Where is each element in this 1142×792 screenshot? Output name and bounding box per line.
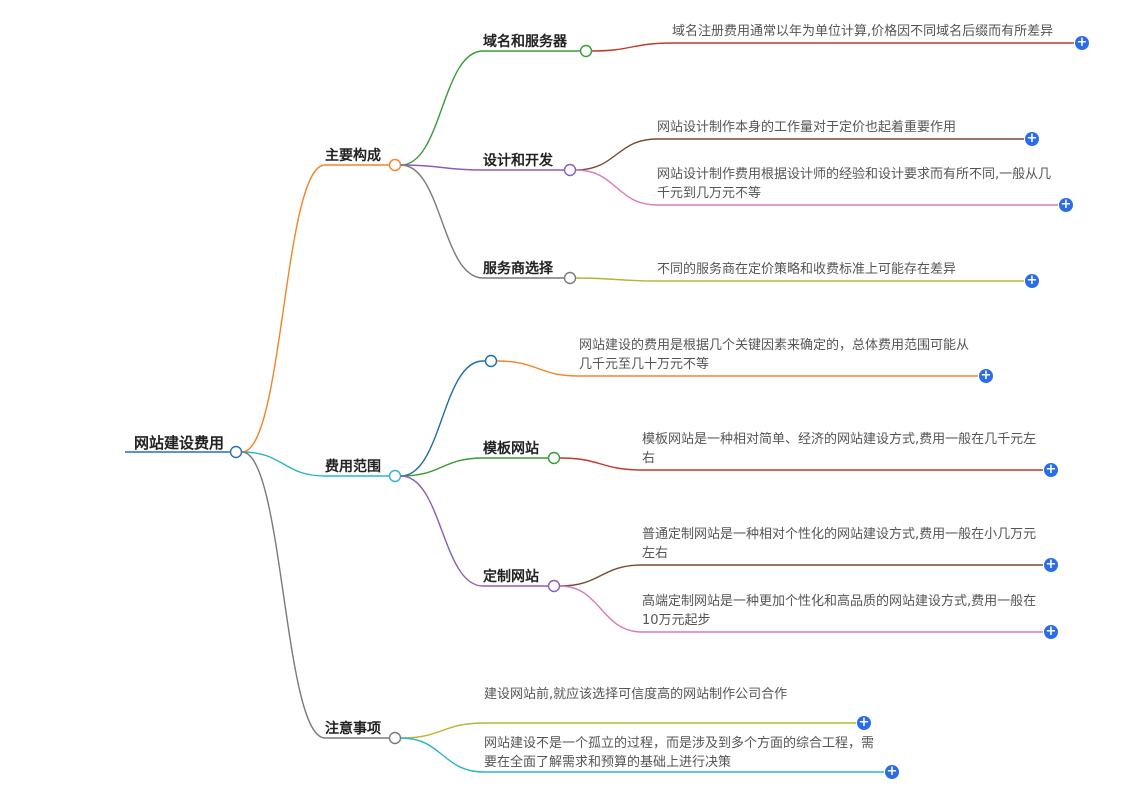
branch-1-child-toggle-1[interactable]: [547, 451, 561, 465]
branch-1-child-0-leaf-expand-0[interactable]: +: [979, 368, 993, 383]
branch-1-child-toggle-2[interactable]: [547, 579, 561, 593]
branch-1-child-2-leaf-text-0: 普通定制网站是一种相对个性化的网站建设方式,费用一般在小几万元左右: [642, 527, 1037, 561]
branch-label-1: 费用范围: [325, 459, 381, 475]
branch-1-child-2-leaf-expand-0[interactable]: +: [1044, 557, 1058, 572]
branch-1-child-1-leaf-expand-0[interactable]: +: [1044, 462, 1058, 477]
branch-0-child-connector-2: [400, 164, 484, 279]
root-node-label: 网站建设费用: [134, 434, 225, 452]
branch-1-child-2-leaf-expand-1[interactable]: +: [1044, 624, 1058, 639]
branch-1-child-1-leaf-text-0: 模板网站是一种相对简单、经济的网站建设方式,费用一般在几千元左右: [642, 432, 1037, 466]
branch-1-child-1-leaf-connector-0: [559, 457, 643, 471]
branch-0-child-2-leaf-expand-0[interactable]: +: [1025, 273, 1039, 288]
branch-1-child-connector-1: [400, 457, 484, 477]
branch-2-leaf-text-0: 建设网站前,就应该选择可信度高的网站制作公司合作: [484, 687, 788, 702]
branch-0-child-1-leaf-text-1: 网站设计制作费用根据设计师的经验和设计要求而有所不同,一般从几千元到几万元不等: [657, 167, 1052, 201]
branch-1-child-2-leaf-connector-1: [559, 585, 643, 633]
branch-1-child-toggle-0[interactable]: [484, 354, 498, 368]
branch-0-child-1-leaf-expand-1[interactable]: +: [1059, 197, 1073, 212]
root-node-toggle[interactable]: [229, 445, 243, 459]
branch-2-leaf-expand-1[interactable]: +: [885, 764, 899, 779]
branch-connector-2: [241, 451, 326, 739]
branch-2-leaf-connector-0: [400, 722, 485, 739]
branch-0-child-1-leaf-connector-1: [575, 169, 658, 206]
branch-0-child-2-leaf-text-0: 不同的服务商在定价策略和收费标准上可能存在差异: [657, 262, 957, 277]
branch-0-child-1-leaf-connector-0: [575, 138, 658, 171]
branch-1-child-connector-2: [400, 475, 484, 587]
branch-1-child-label-1: 模板网站: [483, 441, 539, 457]
branch-toggle-0[interactable]: [388, 158, 402, 172]
branch-0-child-label-2: 服务商选择: [483, 261, 553, 277]
branch-2-leaf-expand-0[interactable]: +: [857, 715, 871, 730]
branch-2-leaf-text-1: 网站建设不是一个孤立的过程，而是涉及到多个方面的综合工程，需要在全面了解需求和预…: [484, 736, 875, 770]
branch-toggle-2[interactable]: [388, 731, 402, 745]
branch-1-child-0-leaf-text-0: 网站建设的费用是根据几个关键因素来确定的，总体费用范围可能从几千元至几十万元不等: [579, 338, 970, 372]
branch-0-child-toggle-2[interactable]: [563, 271, 577, 285]
branch-0-child-1-leaf-text-0: 网站设计制作本身的工作量对于定价也起着重要作用: [657, 120, 957, 135]
branch-1-child-connector-0: [400, 360, 484, 477]
branch-2-leaf-connector-1: [400, 737, 485, 773]
branch-0-child-connector-0: [400, 50, 484, 166]
branch-label-0: 主要构成: [325, 148, 381, 164]
branch-0-child-0-leaf-text-0: 域名注册费用通常以年为单位计算,价格因不同域名后缀而有所差异: [672, 24, 1054, 39]
branch-0-child-1-leaf-expand-0[interactable]: +: [1025, 131, 1039, 146]
branch-0-child-connector-1: [400, 164, 484, 171]
branch-0-child-toggle-1[interactable]: [563, 163, 577, 177]
branch-toggle-1[interactable]: [388, 469, 402, 483]
branch-0-child-toggle-0[interactable]: [579, 44, 593, 58]
branch-0-child-label-0: 域名和服务器: [483, 34, 567, 50]
branch-1-child-2-leaf-connector-0: [559, 564, 643, 587]
branch-1-child-2-leaf-text-1: 高端定制网站是一种更加个性化和高品质的网站建设方式,费用一般在10万元起步: [642, 594, 1037, 628]
branch-1-child-0-leaf-connector-0: [496, 360, 580, 377]
branch-connector-1: [241, 451, 326, 477]
branch-0-child-2-leaf-connector-0: [575, 277, 658, 282]
branch-0-child-0-leaf-connector-0: [591, 42, 673, 52]
branch-0-child-label-1: 设计和开发: [483, 153, 553, 169]
branch-label-2: 注意事项: [325, 721, 381, 737]
branch-connector-0: [241, 164, 326, 453]
branch-1-child-label-2: 定制网站: [483, 569, 539, 585]
branch-0-child-0-leaf-expand-0[interactable]: +: [1075, 35, 1089, 50]
